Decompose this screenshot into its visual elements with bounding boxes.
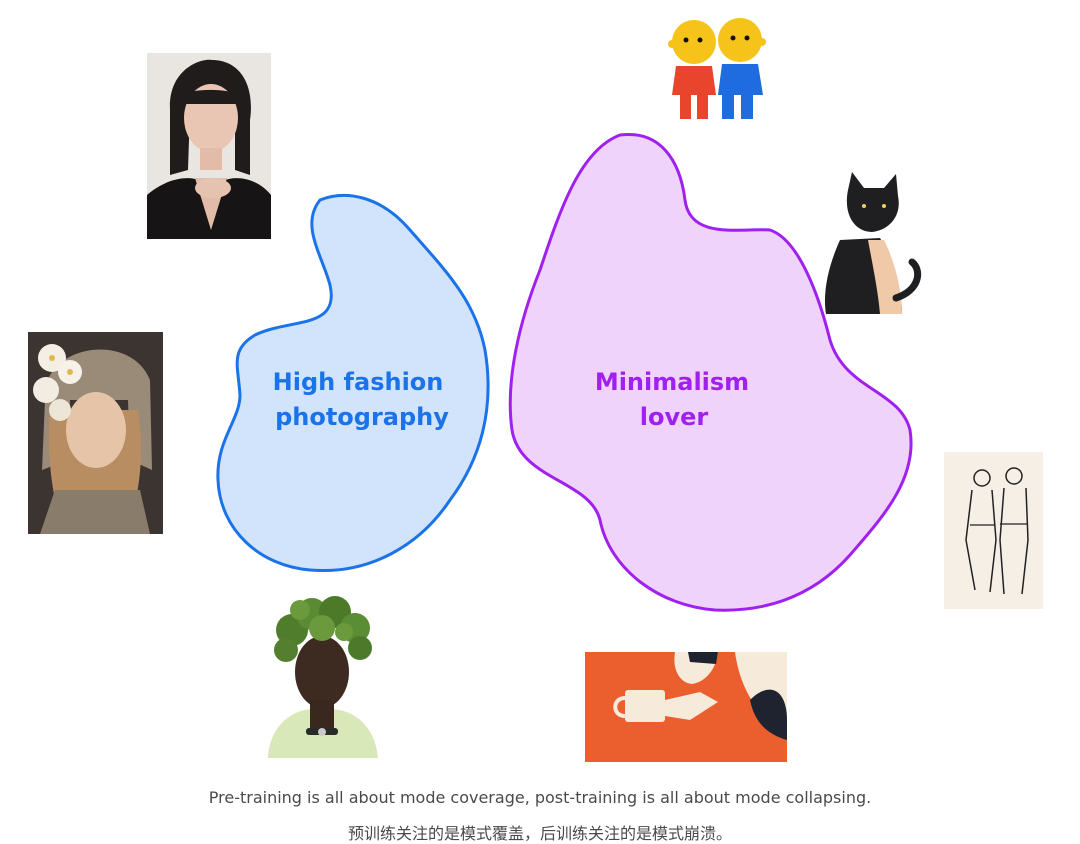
coffee-poster-illustration: [585, 652, 787, 762]
line-drawing-illustration: [944, 452, 1043, 609]
blob-minimalism: [508, 132, 913, 612]
blob-label-left-line2: photography: [275, 403, 449, 431]
portrait-bangs-photo: [147, 53, 271, 239]
blob-high-fashion: [216, 193, 490, 573]
caption-english: Pre-training is all about mode coverage,…: [208, 788, 872, 807]
portrait-broccoli-photo: [268, 596, 378, 758]
cartoon-kids-illustration: [668, 18, 766, 119]
portrait-flower-hat-photo: [28, 332, 163, 534]
blob-label-right-line1: Minimalism: [595, 368, 749, 396]
caption-chinese: 预训练关注的是模式覆盖，后训练关注的是模式崩溃。: [347, 824, 732, 843]
cat-illustration: [824, 172, 922, 314]
blob-label-left-line1: High fashion: [273, 368, 444, 396]
blob-label-right-line2: lover: [640, 403, 709, 431]
